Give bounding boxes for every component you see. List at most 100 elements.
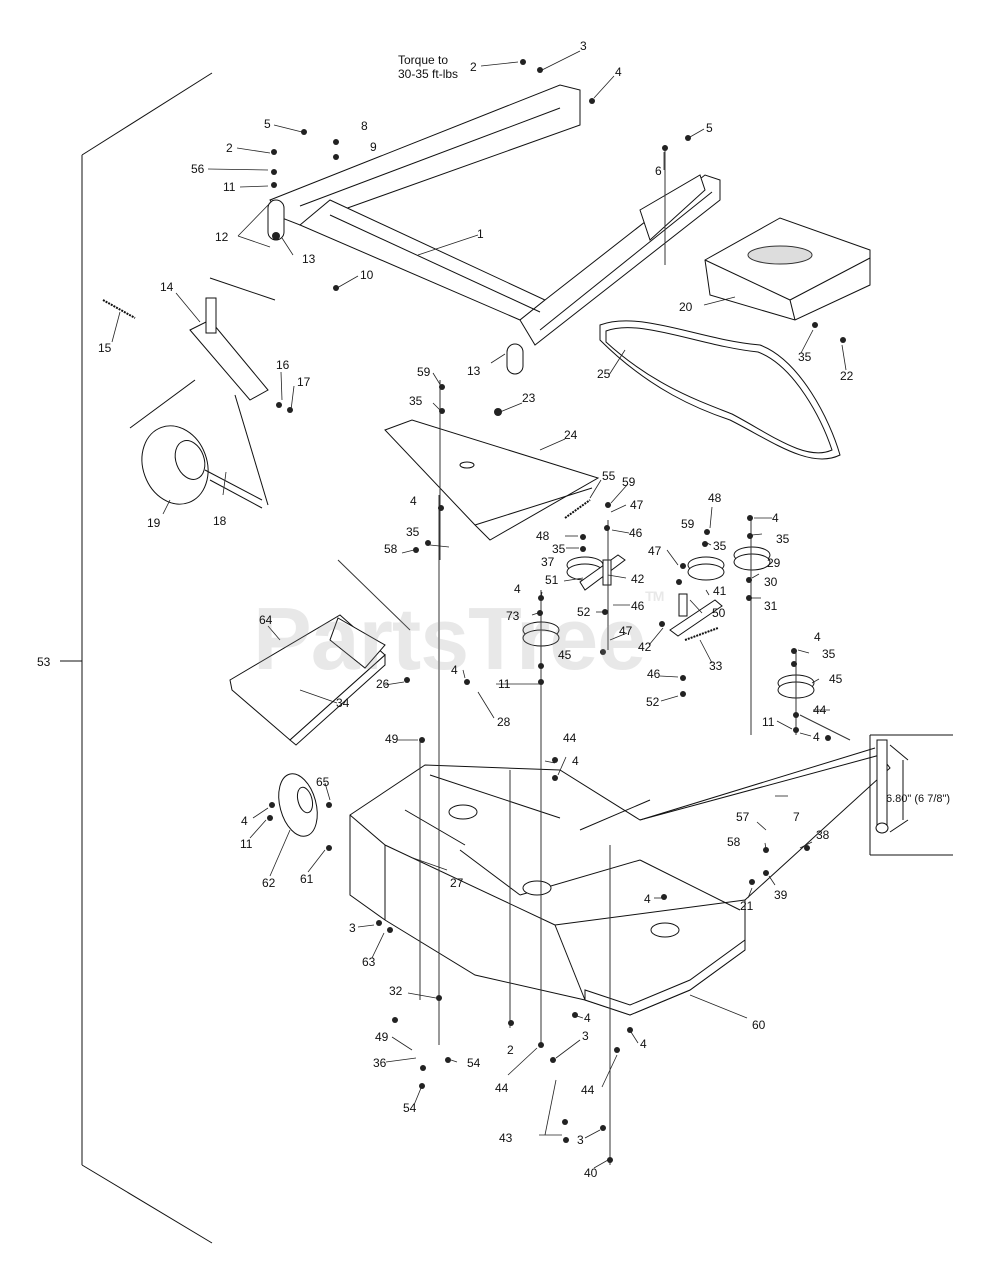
callout-36: 36 <box>373 1056 387 1070</box>
callout-47: 47 <box>648 544 662 558</box>
callout-51: 51 <box>545 573 559 587</box>
callout-48: 48 <box>536 529 550 543</box>
callout-26: 26 <box>376 677 390 691</box>
callout-52: 52 <box>646 695 660 709</box>
callout-4: 4 <box>814 630 821 644</box>
callout-3: 3 <box>577 1133 584 1147</box>
callout-41: 41 <box>713 584 727 598</box>
callout-58: 58 <box>384 542 398 556</box>
callout-35: 35 <box>406 525 420 539</box>
callout-45: 45 <box>829 672 843 686</box>
assembly-bracket-53 <box>60 72 213 1244</box>
callout-21: 21 <box>740 899 754 913</box>
callout-2: 2 <box>470 60 477 74</box>
callout-42: 42 <box>631 572 645 586</box>
callout-47: 47 <box>630 498 644 512</box>
callout-17: 17 <box>297 375 311 389</box>
callout-4: 4 <box>640 1037 647 1051</box>
callout-46: 46 <box>629 526 643 540</box>
idler-springs <box>102 299 719 641</box>
callout-35: 35 <box>822 647 836 661</box>
callout-32: 32 <box>389 984 403 998</box>
callout-14: 14 <box>160 280 174 294</box>
callout-44: 44 <box>495 1081 509 1095</box>
partstree-watermark: PartsTreeTM <box>253 588 664 690</box>
callout-39: 39 <box>774 888 788 902</box>
callout-4: 4 <box>451 663 458 677</box>
callout-4: 4 <box>514 582 521 596</box>
assembly-axis-lines <box>337 145 851 1165</box>
mower-deck <box>349 747 891 1016</box>
callout-54: 54 <box>403 1101 417 1115</box>
callout-4: 4 <box>572 754 579 768</box>
callout-24: 24 <box>564 428 578 442</box>
callout-11: 11 <box>498 677 511 691</box>
callout-8: 8 <box>361 119 368 133</box>
callout-38: 38 <box>816 828 830 842</box>
callout-35: 35 <box>798 350 812 364</box>
callout-60: 60 <box>752 1018 766 1032</box>
belt-cover <box>704 217 871 321</box>
callout-73: 73 <box>506 609 520 623</box>
rear-baffle <box>229 614 386 746</box>
callout-58: 58 <box>727 835 741 849</box>
callout-2: 2 <box>507 1043 514 1057</box>
callout-13: 13 <box>302 252 316 266</box>
anti-scalp-wheel <box>278 773 318 837</box>
dimension-note: 6.80" (6 7/8") <box>886 793 951 805</box>
callout-4: 4 <box>772 511 779 525</box>
gauge-wheel-assembly <box>129 277 276 509</box>
callout-64: 64 <box>259 613 273 627</box>
callout-5: 5 <box>264 117 271 131</box>
callout-11: 11 <box>240 837 253 851</box>
callout-63: 63 <box>362 955 376 969</box>
callout-31: 31 <box>764 599 778 613</box>
callout-53: 53 <box>37 655 51 669</box>
callout-35: 35 <box>409 394 423 408</box>
callout-65: 65 <box>316 775 330 789</box>
callout-37: 37 <box>541 555 555 569</box>
callout-12: 12 <box>215 230 229 244</box>
dimension-inset <box>869 734 953 856</box>
callout-3: 3 <box>582 1029 589 1043</box>
callout-9: 9 <box>370 140 377 154</box>
callout-59: 59 <box>622 475 636 489</box>
callout-13: 13 <box>467 364 481 378</box>
callout-6: 6 <box>655 164 662 178</box>
torque-note: Torque to 30-35 ft-lbs <box>398 53 458 82</box>
callout-23: 23 <box>522 391 536 405</box>
callout-43: 43 <box>499 1131 513 1145</box>
callout-22: 22 <box>840 369 854 383</box>
callout-11: 11 <box>223 180 236 194</box>
callout-57: 57 <box>736 810 750 824</box>
callout-62: 62 <box>262 876 276 890</box>
callout-27: 27 <box>450 876 464 890</box>
callout-18: 18 <box>213 514 227 528</box>
callout-61: 61 <box>300 872 314 886</box>
callout-3: 3 <box>580 39 587 53</box>
callout-45: 45 <box>558 648 572 662</box>
callout-15: 15 <box>98 341 112 355</box>
callout-54: 54 <box>467 1056 481 1070</box>
callout-25: 25 <box>597 367 611 381</box>
callout-59: 59 <box>681 517 695 531</box>
callout-46: 46 <box>647 667 661 681</box>
watermark-tm: TM <box>645 588 664 604</box>
callout-59: 59 <box>417 365 431 379</box>
callout-48: 48 <box>708 491 722 505</box>
drive-belt <box>599 320 841 460</box>
callout-20: 20 <box>679 300 693 314</box>
callout-46: 46 <box>631 599 645 613</box>
callout-7: 7 <box>793 810 800 824</box>
callout-40: 40 <box>584 1166 598 1180</box>
callout-leaders <box>111 50 847 1169</box>
callout-4: 4 <box>615 65 622 79</box>
callout-49: 49 <box>375 1030 389 1044</box>
callout-4: 4 <box>584 1011 591 1025</box>
callout-35: 35 <box>713 539 727 553</box>
callout-44: 44 <box>813 703 827 717</box>
callout-4: 4 <box>813 730 820 744</box>
callout-4: 4 <box>410 494 417 508</box>
callout-5: 5 <box>706 121 713 135</box>
